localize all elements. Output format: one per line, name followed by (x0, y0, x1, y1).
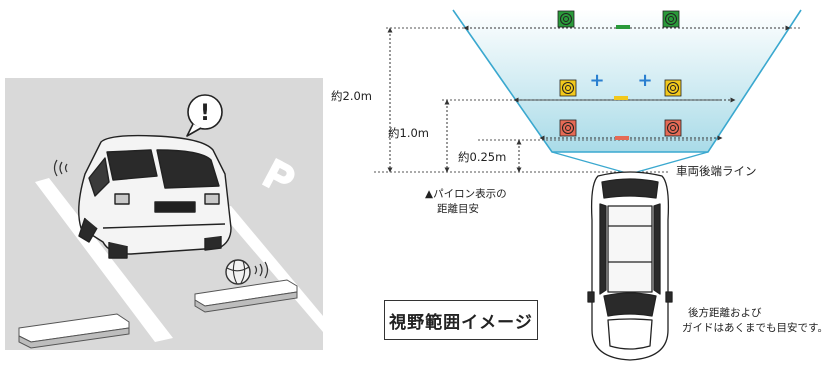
plus-guide-mark: + (589, 70, 604, 91)
fov-edge-lines (452, 9, 802, 153)
ball-obstacle (225, 259, 251, 285)
distance-label-025m: 約0.25m (458, 150, 507, 164)
center-guide-near (615, 136, 629, 140)
center-guide-mid (614, 96, 628, 100)
pylon-note-line-2: 距離目安 (437, 203, 479, 215)
wheel-stop-left (18, 313, 130, 349)
parking-line-right (217, 206, 323, 332)
parking-line-left (35, 178, 173, 342)
concentric-circle-pylon-icon (559, 79, 577, 97)
concentric-circle-pylon-icon (662, 10, 680, 28)
disclaimer-line-1: 後方距離および (688, 307, 762, 319)
rear-camera-field-of-view-diagram: + + (374, 9, 802, 361)
concentric-circle-pylon-icon (559, 119, 577, 137)
rear-end-line-label: 車両後端ライン (676, 164, 757, 178)
exclamation-speech-bubble-icon: ! (186, 94, 223, 137)
center-guide-far (616, 25, 630, 29)
fov-title-box: 視野範囲イメージ (384, 300, 538, 340)
concentric-circle-pylon-icon (557, 10, 575, 28)
plus-guide-mark: + (637, 70, 652, 91)
fov-title: 視野範囲イメージ (389, 312, 533, 333)
minivan-rear-view (78, 134, 232, 259)
sound-wave-icon (254, 261, 269, 279)
fov-area (453, 10, 801, 152)
distance-label-1m: 約1.0m (388, 126, 429, 140)
pylon-note-line-1: ▲パイロン表示の (425, 188, 507, 200)
disclaimer-line-2: ガイドはあくまでも目安です。 (682, 322, 828, 334)
parking-scene-illustration: ! (5, 78, 323, 350)
vehicle-top-view (587, 171, 673, 361)
wheel-stop-right (194, 279, 298, 313)
pylon-distance-note: ▲パイロン表示の 距離目安 (425, 187, 507, 217)
disclaimer-note: 後方距離および ガイドはあくまでも目安です。 (682, 306, 828, 336)
parking-p-icon (261, 157, 295, 189)
distance-label-2m: 約2.0m (331, 89, 372, 103)
concentric-circle-pylon-icon (664, 119, 682, 137)
sound-wave-icon (53, 159, 68, 177)
alert-symbol: ! (200, 101, 210, 126)
concentric-circle-pylon-icon (664, 79, 682, 97)
